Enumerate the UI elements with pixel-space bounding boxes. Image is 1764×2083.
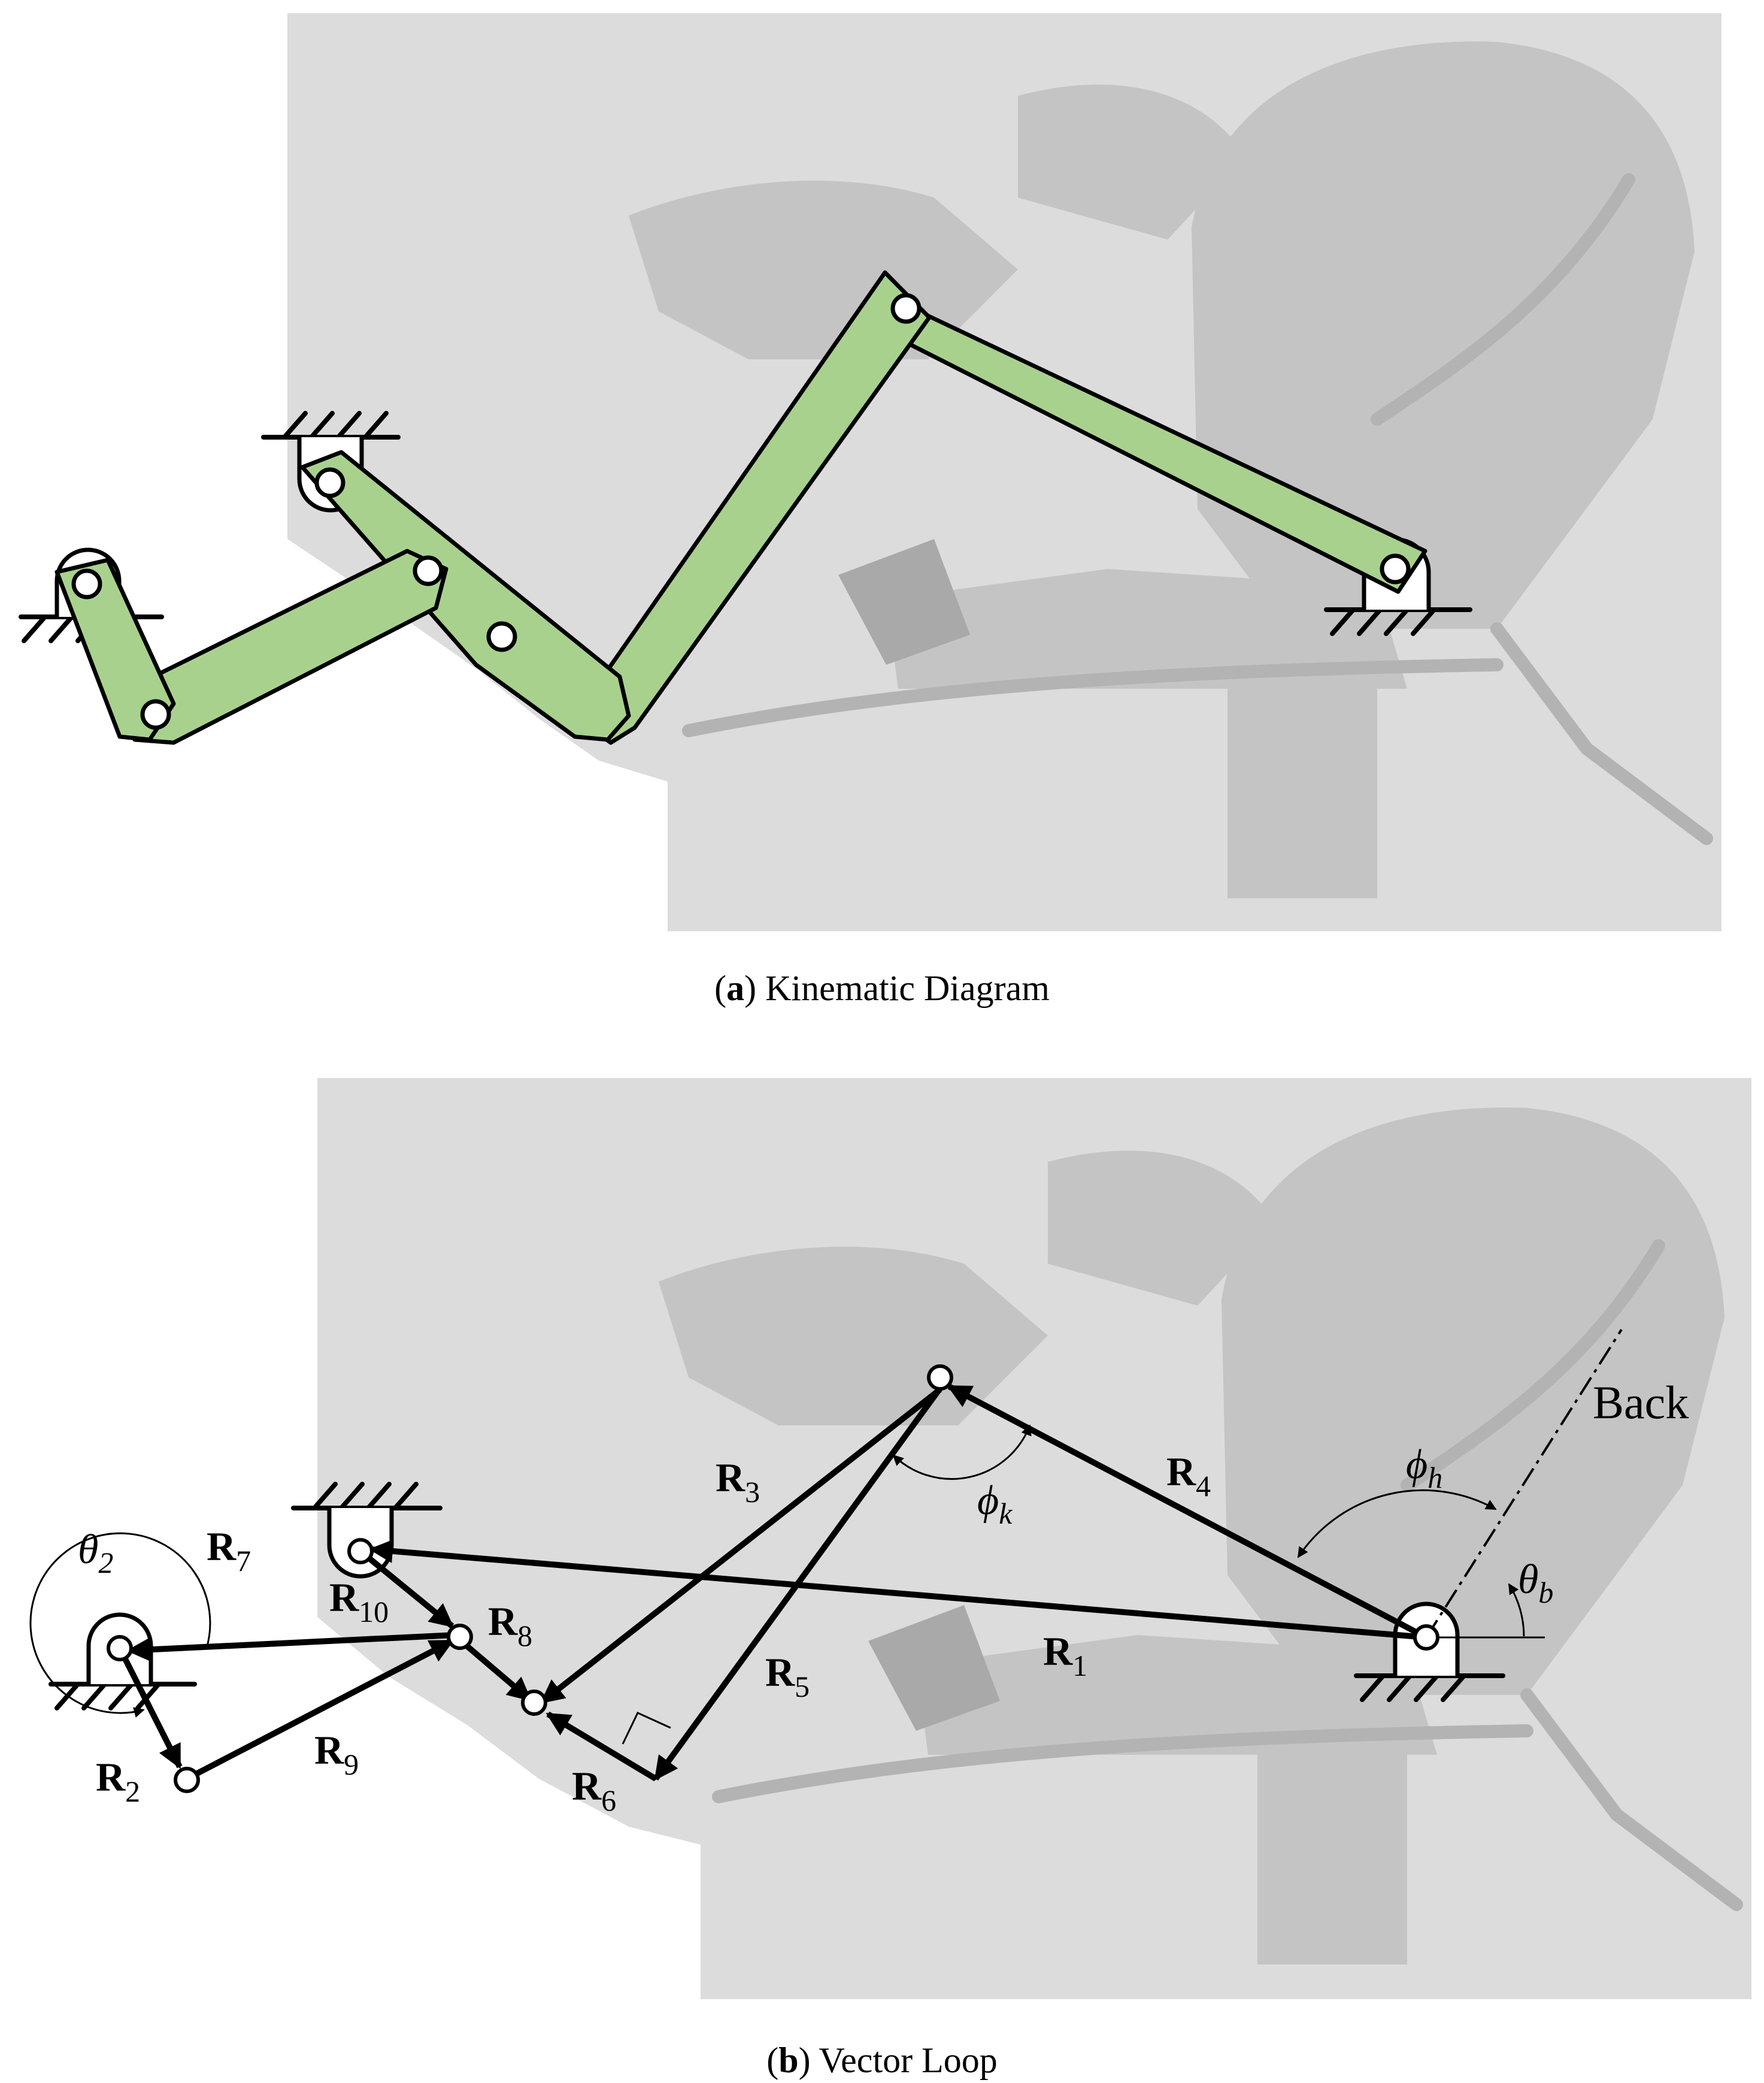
vector-R5 [653,1386,943,1781]
joint-ankle [521,1690,547,1716]
label-R5: R5 [765,1649,810,1703]
vector-labels-b: R1 R2 R3 R4 R5 R6 R7 R8 R9 R10 [96,1449,1211,1817]
joint-crank-ground [107,1635,133,1661]
label-R1: R1 [1043,1628,1087,1682]
label-R3: R3 [716,1455,760,1509]
joint-coupler [447,1624,473,1650]
label-R7: R7 [207,1524,251,1578]
pin-coupler-foot [413,555,444,586]
caption-b: (b) Vector Loop [766,2040,998,2080]
label-phi-k: ϕk [977,1478,1013,1530]
link-foot [300,450,631,742]
pin-foot-ground [314,467,345,498]
joint-hip [1413,1624,1439,1651]
caption-a: (a) Kinematic Diagram [714,968,1050,1008]
label-back: Back [1593,1376,1689,1428]
pin-crank-ground [71,568,102,600]
joint-knee [927,1364,953,1391]
vector-R8 [459,1639,532,1702]
photo-background-a [287,13,1721,931]
pin-crank-coupler [140,699,171,730]
label-R9: R9 [314,1727,359,1781]
vector-R7 [126,1632,456,1662]
vector-R4 [947,1383,1428,1640]
joint-crank-tip [174,1767,200,1793]
pin-hip [1380,553,1411,585]
angle-labels-b: θ2 θb ϕh ϕk Back [78,1376,1689,1609]
vector-loop-b [117,1383,1428,1782]
vector-R10 [358,1549,454,1628]
ground-left-b [49,1612,197,1710]
label-R6: R6 [572,1763,616,1817]
label-R4: R4 [1166,1449,1211,1503]
vector-R9 [185,1638,454,1782]
pin-knee [890,293,922,324]
label-theta-2: θ2 [78,1527,113,1579]
label-phi-h: ϕh [1406,1442,1442,1494]
pins-a [71,293,1411,730]
label-R10: R10 [329,1575,389,1628]
pin-ankle [486,621,517,652]
panel-b: R1 R2 R3 R4 R5 R6 R7 R8 R9 R10 θ2 θb ϕh … [29,1078,1751,2080]
vector-R2 [117,1646,183,1769]
photo-background-b [317,1078,1751,1999]
vector-R6 [545,1711,657,1782]
vector-R3 [539,1387,942,1704]
label-R8: R8 [488,1598,532,1652]
joint-foot-ground [347,1538,374,1564]
vector-R1 [369,1539,1427,1640]
panel-a: (a) Kinematic Diagram [19,13,1721,1008]
label-R2: R2 [96,1754,140,1808]
label-theta-b: θb [1518,1557,1553,1609]
joints-b [107,1364,1439,1793]
linkage-a [54,270,1427,745]
